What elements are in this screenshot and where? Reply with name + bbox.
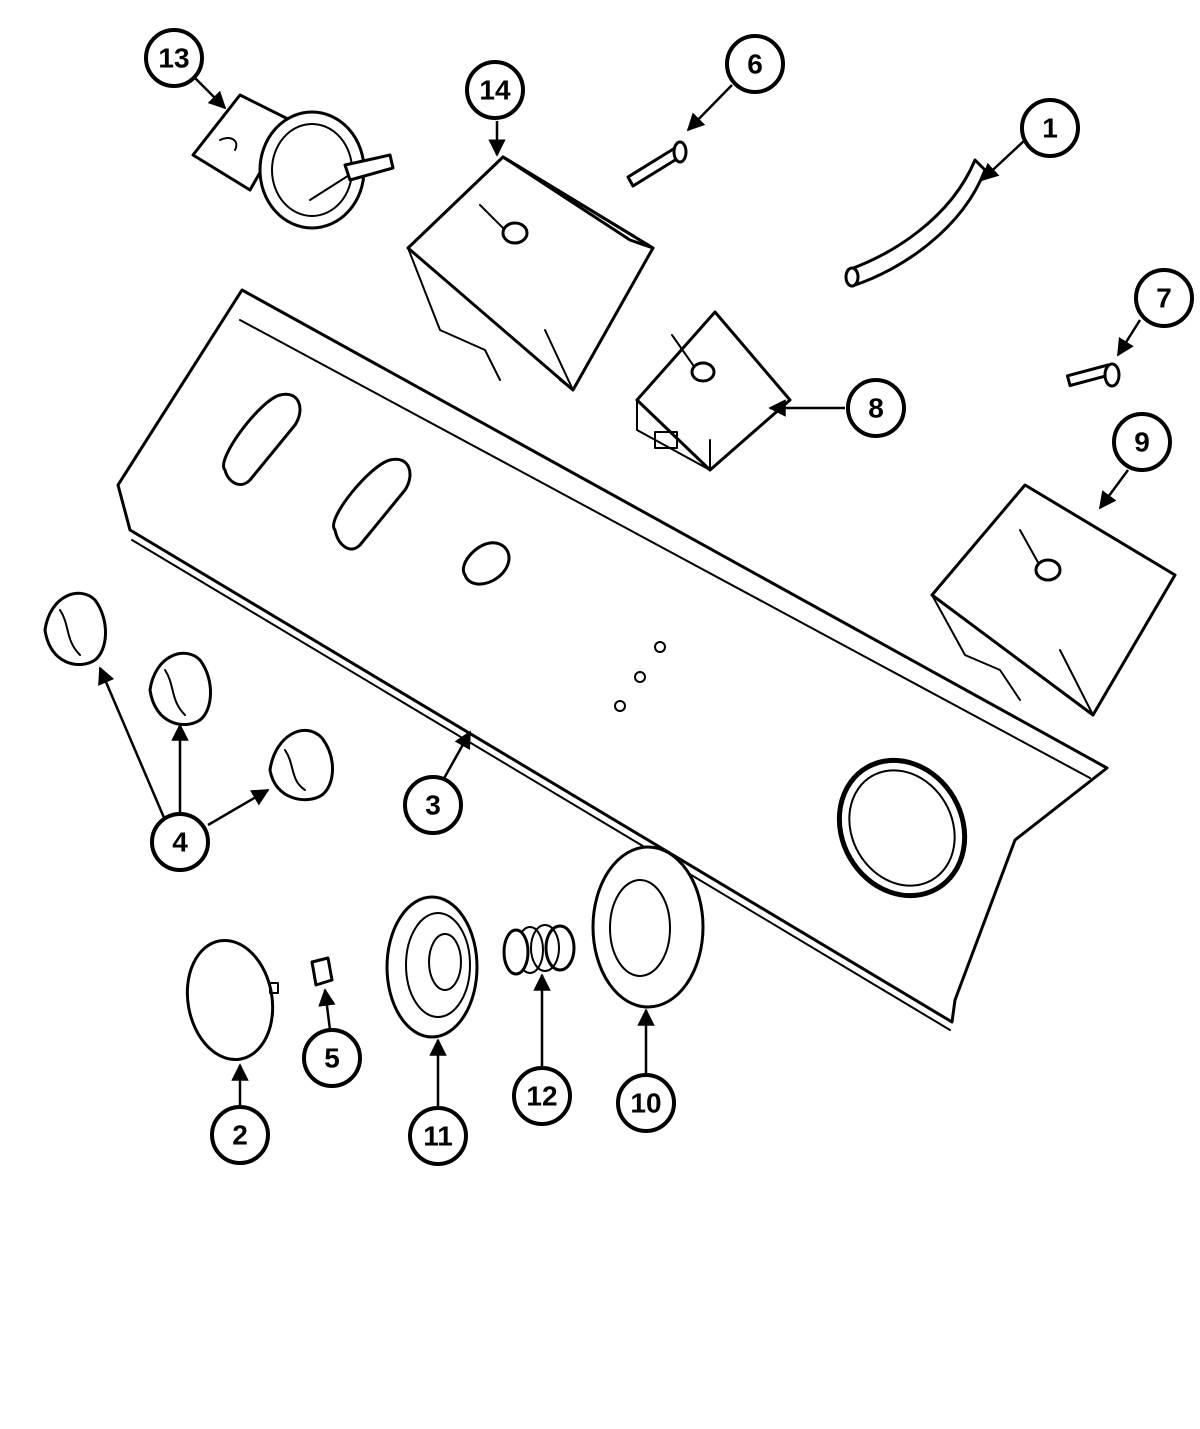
leader-6: [686, 84, 733, 132]
screw-6-part: [626, 140, 688, 188]
callout-2-label: 2: [232, 1120, 248, 1151]
leader-7: [1116, 319, 1142, 357]
callout-9-label: 9: [1134, 427, 1150, 458]
bezel-ring-part: [591, 845, 705, 1009]
knob-part-3: [268, 728, 334, 802]
cap-part: [385, 895, 479, 1039]
timer-dial-part: [191, 93, 395, 230]
screw-7-part: [1065, 362, 1121, 388]
callout-6-label: 6: [747, 49, 763, 80]
switch-box-8-part: [635, 310, 792, 472]
callout-14: 14: [465, 60, 525, 120]
callout-4-label: 4: [172, 827, 188, 858]
callout-5-label: 5: [324, 1043, 340, 1074]
callout-12: 12: [512, 1066, 572, 1126]
leader-9: [1098, 469, 1130, 510]
spring-part: [502, 924, 576, 976]
callout-8: 8: [846, 378, 906, 438]
callout-11: 11: [408, 1106, 468, 1166]
clip-part: [310, 956, 334, 987]
leader-5: [318, 988, 336, 1031]
leader-13: [194, 77, 227, 110]
callout-3: 3: [403, 775, 463, 835]
callout-11-label: 11: [423, 1121, 453, 1152]
callout-1-label: 1: [1042, 113, 1058, 144]
callout-1: 1: [1020, 98, 1080, 158]
control-panel-part: [116, 288, 1109, 1031]
callout-10-label: 10: [630, 1088, 661, 1119]
callout-5: 5: [302, 1028, 362, 1088]
switch-box-9-part: [930, 483, 1177, 717]
callout-13: 13: [144, 28, 204, 88]
callout-7-label: 7: [1156, 283, 1172, 314]
callout-2: 2: [210, 1105, 270, 1165]
switch-box-14-part: [406, 155, 655, 392]
callout-9: 9: [1112, 412, 1172, 472]
hose-part: [844, 158, 987, 288]
cover-part: [185, 938, 279, 1062]
knob-part-1: [43, 591, 107, 667]
leader-3: [440, 730, 472, 783]
callout-10: 10: [616, 1073, 676, 1133]
callout-12-label: 12: [526, 1081, 557, 1112]
callout-3-label: 3: [425, 790, 441, 821]
leader-lines: [98, 77, 1142, 1108]
callout-13-label: 13: [158, 43, 189, 74]
knob-part-2: [148, 651, 212, 727]
leader-4a: [98, 666, 167, 821]
leader-1: [980, 139, 1026, 182]
callout-7: 7: [1134, 268, 1194, 328]
callout-4: 4: [150, 812, 210, 872]
callout-6: 6: [725, 34, 785, 94]
callout-14-label: 14: [479, 75, 511, 106]
leader-4c: [207, 788, 270, 827]
callout-8-label: 8: [868, 393, 884, 424]
